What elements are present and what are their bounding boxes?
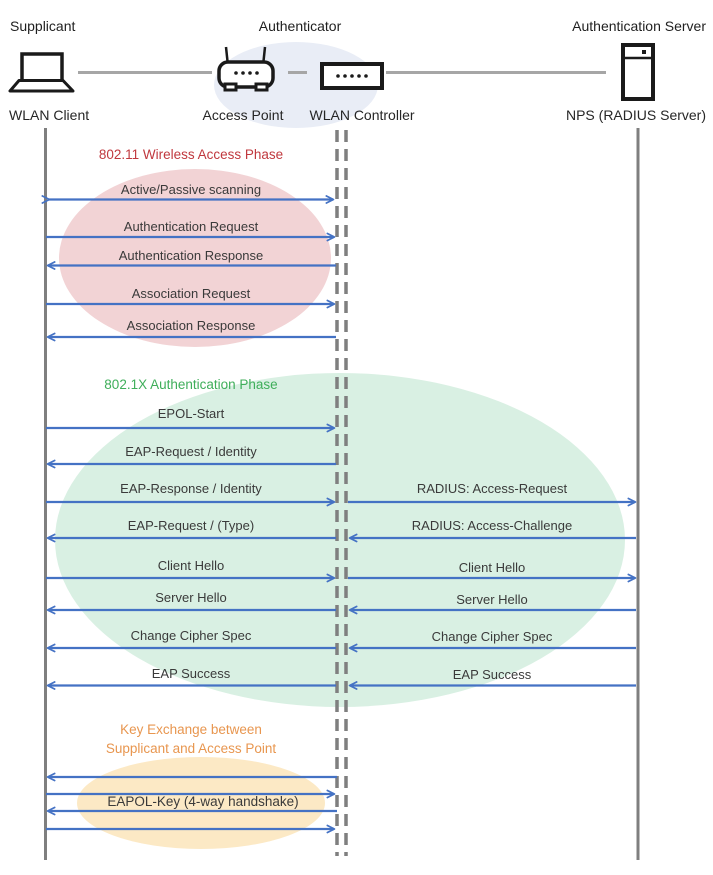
- label-server-hello-left: Server Hello: [155, 590, 227, 605]
- label-eap-success-left: EAP Success: [151, 666, 231, 681]
- label-client-hello-left: Client Hello: [157, 558, 225, 573]
- label-auth-request: Authentication Request: [123, 219, 259, 234]
- label-scanning: Active/Passive scanning: [120, 182, 262, 197]
- label-eap-request-type: EAP-Request / (Type): [127, 518, 255, 533]
- label-eap-response-identity: EAP-Response / Identity: [120, 481, 262, 496]
- label-change-cipher-left: Change Cipher Spec: [130, 628, 252, 643]
- label-assoc-response: Association Response: [126, 318, 256, 333]
- label-auth-response: Authentication Response: [118, 248, 264, 263]
- phase-8021x-ellipse: [55, 373, 625, 707]
- label-change-cipher-right: Change Cipher Spec: [431, 629, 553, 644]
- label-assoc-request: Association Request: [131, 286, 251, 301]
- label-eap-success-right: EAP Success: [452, 667, 532, 682]
- label-radius-access-challenge: RADIUS: Access-Challenge: [411, 518, 573, 533]
- label-server-hello-right: Server Hello: [456, 592, 528, 607]
- role-authentication-server: Authentication Server: [572, 18, 706, 34]
- phase-title-key-exchange-line1: Key Exchange between: [120, 722, 262, 737]
- phase-title-8021x: 802.1X Authentication Phase: [104, 377, 278, 392]
- device-wlan-controller: WLAN Controller: [309, 107, 415, 123]
- role-authenticator: Authenticator: [258, 18, 342, 34]
- label-radius-access-request: RADIUS: Access-Request: [416, 481, 568, 496]
- device-nps: NPS (RADIUS Server): [565, 107, 707, 123]
- label-client-hello-right: Client Hello: [458, 560, 526, 575]
- phase-title-80211: 802.11 Wireless Access Phase: [98, 147, 284, 162]
- device-wlan-client: WLAN Client: [9, 107, 90, 123]
- laptop-icon: [8, 52, 75, 93]
- server-icon: [621, 43, 655, 101]
- device-access-point: Access Point: [202, 107, 284, 123]
- role-supplicant: Supplicant: [10, 18, 76, 34]
- label-epol-start: EPOL-Start: [157, 406, 225, 421]
- access-point-icon: [217, 46, 275, 92]
- wlan-controller-icon: [320, 62, 384, 90]
- label-eapol-key: EAPOL-Key (4-way handshake): [107, 794, 299, 809]
- phase-80211-ellipse: [59, 169, 331, 347]
- key-exchange-ellipse: [77, 757, 325, 849]
- label-eap-request-identity: EAP-Request / Identity: [125, 444, 257, 459]
- phase-title-key-exchange-line2: Supplicant and Access Point: [105, 741, 277, 756]
